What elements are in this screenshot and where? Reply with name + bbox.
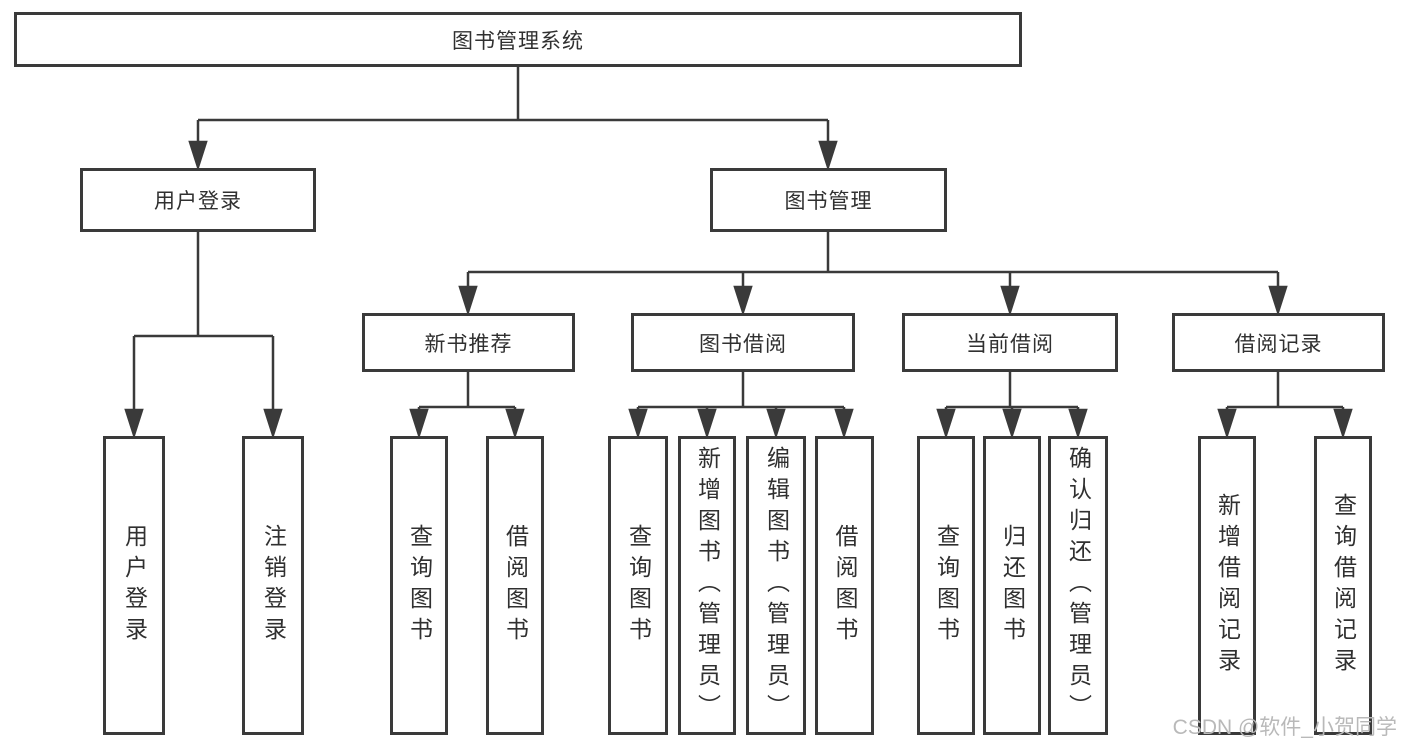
arrowhead-icon <box>1268 285 1288 317</box>
arrowhead-icon <box>1333 408 1353 440</box>
arrowhead-icon <box>409 408 429 440</box>
node-root-label: 图书管理系统 <box>452 29 584 53</box>
node-book-management: 图书管理 <box>710 168 947 232</box>
leaf-query-books-current-label: 查询图书 <box>933 523 960 648</box>
leaf-borrow-books-recommend: 借阅图书 <box>486 436 544 735</box>
node-borrow-records-label: 借阅记录 <box>1234 332 1323 356</box>
leaf-query-borrow-record: 查询借阅记录 <box>1314 436 1372 735</box>
arrowhead-icon <box>697 408 717 440</box>
arrowhead-icon <box>263 408 283 440</box>
arrowhead-icon <box>628 408 648 440</box>
leaf-logout: 注销登录 <box>242 436 304 735</box>
leaf-add-borrow-record-label: 新增借阅记录 <box>1214 492 1241 679</box>
leaf-query-books-recommend-label: 查询图书 <box>406 523 433 648</box>
node-new-book-recommend-label: 新书推荐 <box>424 332 513 356</box>
node-current-borrow: 当前借阅 <box>902 313 1118 372</box>
leaf-query-books-borrow-label: 查询图书 <box>625 523 652 648</box>
watermark: CSDN @软件_小贺同学 <box>1172 716 1397 739</box>
node-new-book-recommend: 新书推荐 <box>362 313 575 372</box>
connector-new-book-recommend <box>409 372 525 440</box>
arrowhead-icon <box>1002 408 1022 440</box>
node-current-borrow-label: 当前借阅 <box>966 332 1054 356</box>
leaf-confirm-return-admin: 确认归还（管理员） <box>1048 436 1108 735</box>
leaf-edit-books-admin: 编辑图书（管理员） <box>746 436 806 735</box>
node-book-management-label: 图书管理 <box>784 190 873 213</box>
node-user-login: 用户登录 <box>80 168 316 232</box>
connector-borrow-records <box>1217 372 1353 440</box>
arrowhead-icon <box>458 285 478 317</box>
arrowhead-icon <box>834 408 854 440</box>
leaf-logout-label: 注销登录 <box>260 523 287 648</box>
arrowhead-icon <box>124 408 144 440</box>
node-book-borrow: 图书借阅 <box>631 313 855 372</box>
arrowhead-icon <box>766 408 786 440</box>
leaf-return-books-label: 归还图书 <box>999 523 1026 648</box>
leaf-query-books-recommend: 查询图书 <box>390 436 448 735</box>
arrowhead-icon <box>936 408 956 440</box>
leaf-user-login-label: 用户登录 <box>121 523 148 648</box>
leaf-query-books-borrow: 查询图书 <box>608 436 668 735</box>
connector-user-login <box>124 232 283 440</box>
node-borrow-records: 借阅记录 <box>1172 313 1385 372</box>
arrowhead-icon <box>818 140 838 172</box>
leaf-add-books-admin-label: 新增图书（管理员） <box>694 446 721 725</box>
leaf-borrow-books-label: 借阅图书 <box>832 523 858 648</box>
connector-current-borrow <box>936 372 1088 440</box>
leaf-query-books-current: 查询图书 <box>917 436 975 735</box>
connector-book-management <box>458 232 1288 317</box>
leaf-user-login: 用户登录 <box>103 436 165 735</box>
leaf-borrow-books-recommend-label: 借阅图书 <box>502 523 529 648</box>
leaf-add-books-admin: 新增图书（管理员） <box>678 436 736 735</box>
node-book-borrow-label: 图书借阅 <box>699 332 787 356</box>
arrowhead-icon <box>505 408 525 440</box>
arrowhead-icon <box>188 140 208 172</box>
connector-book-borrow <box>628 372 854 440</box>
arrowhead-icon <box>1217 408 1237 440</box>
arrowhead-icon <box>733 285 753 317</box>
arrowhead-icon <box>1000 285 1020 317</box>
leaf-confirm-return-admin-label: 确认归还（管理员） <box>1065 446 1092 725</box>
connector-root <box>188 67 838 172</box>
leaf-query-borrow-record-label: 查询借阅记录 <box>1330 492 1357 679</box>
leaf-add-borrow-record: 新增借阅记录 <box>1198 436 1256 735</box>
node-user-login-label: 用户登录 <box>154 190 242 213</box>
leaf-edit-books-admin-label: 编辑图书（管理员） <box>763 446 790 725</box>
leaf-return-books: 归还图书 <box>983 436 1041 735</box>
leaf-borrow-books: 借阅图书 <box>815 436 874 735</box>
arrowhead-icon <box>1068 408 1088 440</box>
node-root: 图书管理系统 <box>14 12 1022 67</box>
